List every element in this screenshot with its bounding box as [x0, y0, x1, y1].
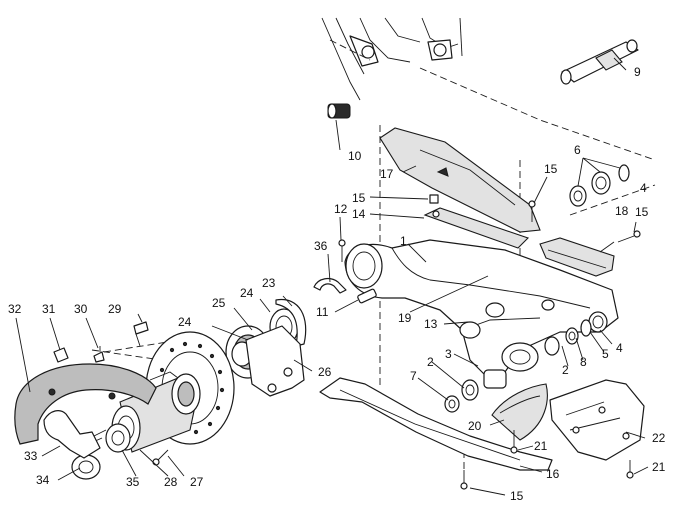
callout-15-top-right: 15: [544, 162, 558, 176]
callout-9: 9: [634, 65, 641, 79]
callout-15-bottom: 15: [510, 489, 524, 503]
chain-slider-14: [423, 207, 530, 249]
leader-lines: [15, 57, 649, 496]
callout-10: 10: [348, 149, 362, 163]
chain-guard-16: [319, 377, 553, 471]
swingarm-1: [344, 239, 619, 381]
callout-17: 17: [380, 167, 394, 181]
cover-32: [14, 363, 157, 445]
hub-screws: [53, 321, 169, 466]
chain-guard-17: [379, 127, 541, 233]
chain-slider-18: [539, 237, 615, 277]
callout-2-left: 2: [427, 355, 434, 369]
callout-28: 28: [164, 475, 178, 489]
pin-11: [357, 288, 377, 304]
callout-18: 18: [615, 204, 629, 218]
callout-26: 26: [318, 365, 332, 379]
callout-2-right: 2: [562, 363, 569, 377]
callout-24-top: 24: [240, 286, 254, 300]
callout-4-lower: 4: [616, 341, 623, 355]
callout-21-left: 21: [534, 439, 548, 453]
callout-15-upper: 15: [352, 191, 366, 205]
bearing-set-right: [544, 319, 592, 356]
callout-12: 12: [334, 202, 348, 216]
callout-7: 7: [410, 369, 417, 383]
callout-32: 32: [8, 302, 22, 316]
callout-16: 16: [546, 467, 560, 481]
callout-35: 35: [126, 475, 140, 489]
callout-33: 33: [24, 449, 38, 463]
caliper-bracket-26: [245, 325, 305, 397]
frame-section: [321, 17, 463, 101]
callout-36: 36: [314, 239, 328, 253]
pivot-pin-9: [560, 39, 639, 85]
callout-5: 5: [602, 347, 609, 361]
callout-20: 20: [468, 419, 482, 433]
callout-3: 3: [445, 347, 452, 361]
callout-23: 23: [262, 276, 276, 290]
callout-31: 31: [42, 302, 56, 316]
callout-22: 22: [652, 431, 666, 445]
callout-4-upper: 4: [640, 181, 647, 195]
callout-21-right: 21: [652, 460, 666, 474]
callout-labels: 9 10 17 15 15 14 6 4 18 15 12 1 36 11 19…: [8, 65, 666, 503]
callout-25: 25: [212, 296, 226, 310]
callout-34: 34: [36, 473, 50, 487]
callout-15-right: 15: [635, 205, 649, 219]
callout-6: 6: [574, 143, 581, 157]
bracket-22: [549, 379, 645, 461]
bearing-set-left: [444, 369, 507, 413]
sprocket-flange: [105, 423, 131, 453]
callout-11: 11: [316, 305, 329, 319]
bearing-set-6: [569, 164, 630, 207]
callout-27: 27: [190, 475, 204, 489]
callout-24-left: 24: [178, 315, 192, 329]
callout-8: 8: [580, 355, 587, 369]
guard-20: [491, 383, 548, 441]
callout-13: 13: [424, 317, 438, 331]
lower-screws: [460, 430, 634, 490]
washer-34: [71, 454, 101, 480]
clip-36: [313, 277, 347, 294]
callout-30: 30: [74, 302, 88, 316]
callout-1: 1: [400, 234, 407, 248]
callout-19: 19: [398, 311, 412, 325]
callout-14: 14: [352, 207, 366, 221]
bracket-33: [43, 410, 101, 459]
callout-29: 29: [108, 302, 122, 316]
pivot-bushing-10: [327, 103, 351, 119]
